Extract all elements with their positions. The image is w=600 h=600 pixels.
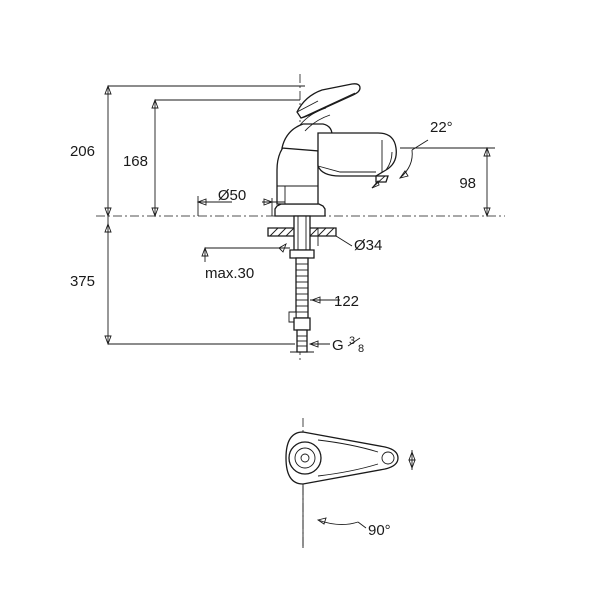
dim-label-thread-num: 3 [349,335,355,347]
dimension-max-deck-thickness: max.30 [201,242,290,282]
dim-label-122: 122 [334,293,359,310]
dim-label-375: 375 [70,273,95,290]
dim-label-d50: Ø50 [218,187,246,204]
dimension-height-total: 206 [70,84,305,218]
dim-label-d34: Ø34 [354,237,382,254]
dimension-reach: 98 [400,146,495,218]
dimension-connection-thread: G 3 8 [308,335,364,355]
dim-label-G: G [332,337,344,354]
dimension-thread-length: 122 [310,293,359,310]
dim-label-90deg: 90° [368,522,391,539]
dim-label-max30: max.30 [205,265,254,282]
dim-label-206: 206 [70,143,95,160]
dimension-spout-height: 168 [123,98,300,218]
dim-label-168: 168 [123,153,148,170]
dimension-base-diameter: Ø34 [317,228,382,254]
dim-label-22deg: 22° [430,119,453,136]
dim-label-thread-den: 8 [358,343,364,355]
dimension-aerator-diameter: Ø50 [196,187,285,216]
dimension-swivel-angle: 90° [302,450,416,548]
hose-corrugation [296,263,308,313]
hatching [269,227,335,237]
dimension-below-deck: 375 [70,216,295,346]
dim-label-98: 98 [459,175,476,192]
faucet-plan-view [285,431,399,485]
faucet-elevation-view [267,83,397,353]
